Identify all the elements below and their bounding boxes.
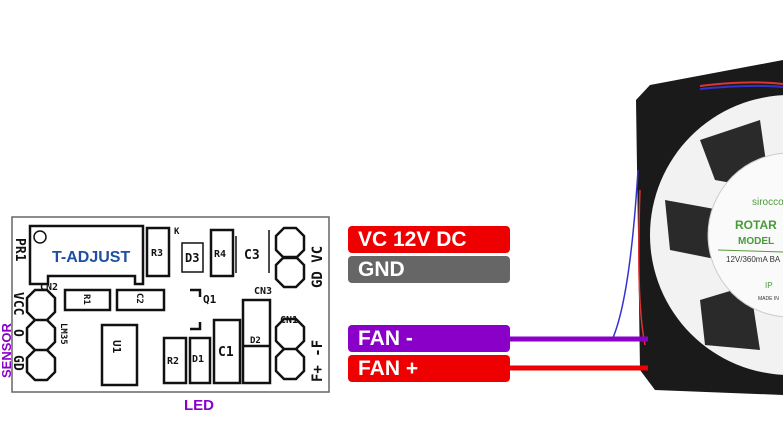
r2-label: R2 xyxy=(167,356,179,367)
fan-minus-label: FAN - xyxy=(348,325,510,352)
c2-label: C2 xyxy=(134,293,144,304)
cn2-label: CN2 xyxy=(40,282,58,293)
lm35-label: LM35 xyxy=(58,323,68,345)
fan-label-1: ROTAR xyxy=(735,218,777,232)
pin-gd: GD xyxy=(10,355,25,371)
pcb-layout xyxy=(11,216,330,393)
fan-label-3: 12V/360mA BA xyxy=(726,255,781,264)
c3-label: C3 xyxy=(244,248,260,263)
fan-label-4: IP xyxy=(765,281,773,290)
r3-label: R3 xyxy=(151,248,163,259)
cn1-label: CN1 xyxy=(280,315,298,326)
pin-out: O xyxy=(10,329,25,337)
cn3-label: CN3 xyxy=(254,286,272,297)
sensor-label: SENSOR xyxy=(0,322,14,378)
r4-label: R4 xyxy=(214,249,226,260)
fan-image: sirocco ROTAR MODEL 12V/360mA BA IP MADE… xyxy=(611,60,783,440)
k-label: K xyxy=(174,227,180,237)
pins-fan: F+ -F xyxy=(310,340,326,382)
fan-label-5: MADE IN xyxy=(758,296,779,302)
r1-label: R1 xyxy=(81,294,91,305)
pr1-label: PR1 xyxy=(12,238,27,262)
fan-label-2: MODEL xyxy=(738,236,774,247)
pins-power: GD VC xyxy=(310,246,326,288)
q1-label: Q1 xyxy=(203,293,217,306)
c1-label: C1 xyxy=(218,345,234,360)
fan-plus-label: FAN + xyxy=(348,355,510,382)
u1-label: U1 xyxy=(110,340,123,354)
vcc-12v-label: VC 12V DC xyxy=(348,226,510,253)
fan-brand: sirocco xyxy=(752,197,783,208)
d3-label: D3 xyxy=(185,251,199,265)
gnd-label: GND xyxy=(348,256,510,283)
d1-label: D1 xyxy=(192,354,204,365)
pin-vcc: VCC xyxy=(10,292,25,315)
led-label: LED xyxy=(184,397,214,414)
t-adjust-label: T-ADJUST xyxy=(52,249,130,266)
d2-label: D2 xyxy=(250,336,261,346)
